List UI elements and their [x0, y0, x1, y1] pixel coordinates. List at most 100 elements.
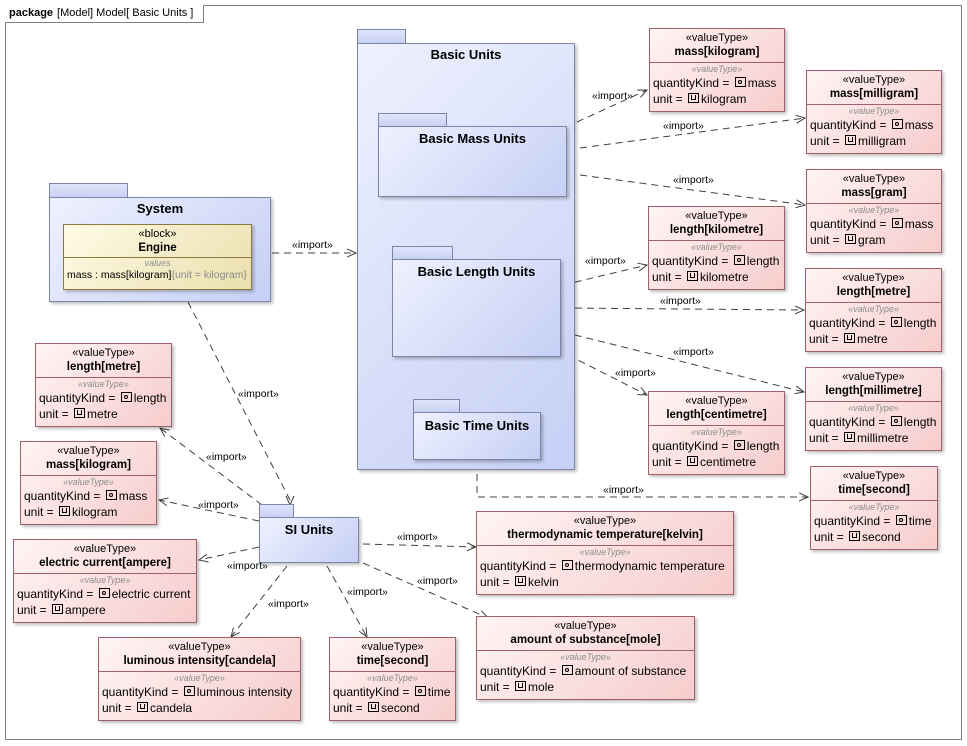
valuetype-length-centimetre[interactable]: «valueType»length[centimetre] «valueType… [648, 391, 785, 475]
value-property: mass : mass[kilogram]{unit = kilogram} [67, 269, 248, 281]
import-label: «import» [417, 575, 458, 587]
basic-mass-units-name: Basic Mass Units [419, 131, 526, 146]
import-label: «import» [198, 499, 239, 511]
import-label: «import» [673, 174, 714, 186]
quantitykind-icon [98, 588, 110, 598]
import-label: «import» [347, 586, 388, 598]
import-label: «import» [268, 598, 309, 610]
basic-units-package-name: Basic Units [430, 47, 502, 62]
unit-icon [844, 333, 856, 343]
basic-length-units-name: Basic Length Units [417, 264, 536, 279]
valuetype-length-metre-left[interactable]: «valueType»length[metre] «valueType» qua… [35, 343, 172, 427]
unit-icon [849, 531, 861, 541]
import-label: «import» [663, 120, 704, 132]
frame-keyword: package [9, 7, 54, 19]
unit-icon [515, 681, 527, 691]
basic-units-package[interactable]: Basic Units [357, 43, 575, 470]
dep-si-metre [160, 428, 263, 506]
si-units-package-name: SI Units [284, 522, 334, 537]
valuetype-length-kilometre[interactable]: «valueType»length[kilometre] «valueType»… [648, 206, 785, 290]
unit-icon [137, 702, 149, 712]
import-label: «import» [397, 531, 438, 543]
quantitykind-icon [734, 77, 746, 87]
import-label: «import» [227, 560, 268, 572]
block-name: Engine [138, 242, 177, 254]
import-label: «import» [603, 484, 644, 496]
quantitykind-icon [890, 416, 902, 426]
block-stereotype: «block» [138, 228, 177, 240]
dep-si-mole [362, 562, 488, 618]
quantitykind-icon [891, 218, 903, 228]
import-label: «import» [206, 451, 247, 463]
dep-system-siunits [187, 301, 290, 505]
import-label: «import» [660, 295, 701, 307]
valuetype-mass-gram[interactable]: «valueType»mass[gram] «valueType» quanti… [806, 169, 942, 253]
basic-time-units-tab [413, 399, 460, 413]
unit-icon [845, 135, 857, 145]
dep-si-kelvin [362, 544, 476, 547]
engine-block[interactable]: «block» Engine values mass : mass[kilogr… [63, 224, 252, 290]
valuetype-luminous-intensity[interactable]: «valueType»luminous intensity[candela] «… [98, 637, 301, 721]
quantitykind-icon [733, 255, 745, 265]
unit-icon [845, 234, 857, 244]
basic-length-units-package[interactable]: Basic Length Units [392, 259, 561, 357]
dep-si-second [326, 565, 367, 637]
quantitykind-icon [891, 119, 903, 129]
import-label: «import» [592, 90, 633, 102]
quantitykind-icon [120, 392, 132, 402]
dep-si-kilogram [159, 500, 260, 522]
basic-length-units-tab [392, 246, 453, 260]
value-constraint: {unit = kilogram} [171, 269, 248, 281]
valuetype-time-second-bottom[interactable]: «valueType»time[second] «valueType» quan… [329, 637, 456, 721]
basic-time-units-package[interactable]: Basic Time Units [413, 412, 541, 460]
unit-icon [52, 604, 64, 614]
valuetype-electric-current[interactable]: «valueType»electric current[ampere] «val… [13, 539, 197, 623]
dep-si-candela [231, 565, 288, 637]
valuetype-thermodynamic-temperature[interactable]: «valueType»thermodynamic temperature[kel… [476, 511, 734, 595]
quantitykind-icon [561, 560, 573, 570]
quantitykind-icon [733, 440, 745, 450]
unit-icon [688, 93, 700, 103]
basic-time-units-name: Basic Time Units [424, 418, 530, 433]
basic-mass-units-tab [378, 113, 447, 127]
system-package-tab [49, 183, 128, 198]
unit-icon [687, 271, 699, 281]
frame-path: [Model] Model[ Basic Units ] [57, 7, 194, 19]
quantitykind-icon [890, 317, 902, 327]
valuetype-amount-of-substance[interactable]: «valueType»amount of substance[mole] «va… [476, 616, 695, 700]
quantitykind-icon [561, 665, 573, 675]
import-label: «import» [673, 346, 714, 358]
si-units-package-tab [259, 504, 294, 518]
quantitykind-icon [105, 490, 117, 500]
dep-lengthunits-kilometre [562, 265, 647, 286]
si-units-package[interactable]: SI Units [259, 517, 359, 563]
quantitykind-icon [414, 686, 426, 696]
unit-icon [74, 408, 86, 418]
dep-massunits-milligram [579, 118, 805, 149]
dep-massunits-gram [579, 174, 805, 205]
unit-icon [59, 506, 71, 516]
unit-icon [687, 456, 699, 466]
valuetype-length-millimetre[interactable]: «valueType»length[millimetre] «valueType… [805, 367, 942, 451]
unit-icon [368, 702, 380, 712]
values-compartment-label: values [144, 258, 171, 268]
quantitykind-icon [183, 686, 195, 696]
frame-header: package[Model] Model[ Basic Units ] [5, 5, 205, 23]
diagram-frame [5, 5, 962, 740]
dep-lengthunits-metre [562, 308, 804, 310]
basic-mass-units-package[interactable]: Basic Mass Units [378, 126, 567, 197]
basic-units-package-tab [357, 29, 406, 44]
valuetype-length-metre-right[interactable]: «valueType»length[metre] «valueType» qua… [805, 268, 942, 352]
import-label: «import» [292, 239, 333, 251]
dep-lengthunits-millimetre [562, 331, 804, 392]
import-label: «import» [615, 367, 656, 379]
valuetype-mass-kilogram-left[interactable]: «valueType»mass[kilogram] «valueType» qu… [20, 441, 157, 525]
dep-massunits-kilogram [565, 90, 647, 128]
valuetype-mass-milligram[interactable]: «valueType»mass[milligram] «valueType» q… [806, 70, 942, 154]
import-label: «import» [238, 388, 279, 400]
quantitykind-icon [895, 515, 907, 525]
unit-icon [515, 576, 527, 586]
valuetype-mass-kilogram-top[interactable]: «valueType»mass[kilogram] «valueType» qu… [649, 28, 785, 112]
valuetype-time-second-right[interactable]: «valueType»time[second] «valueType» quan… [810, 466, 938, 550]
system-package-name: System [136, 201, 184, 216]
